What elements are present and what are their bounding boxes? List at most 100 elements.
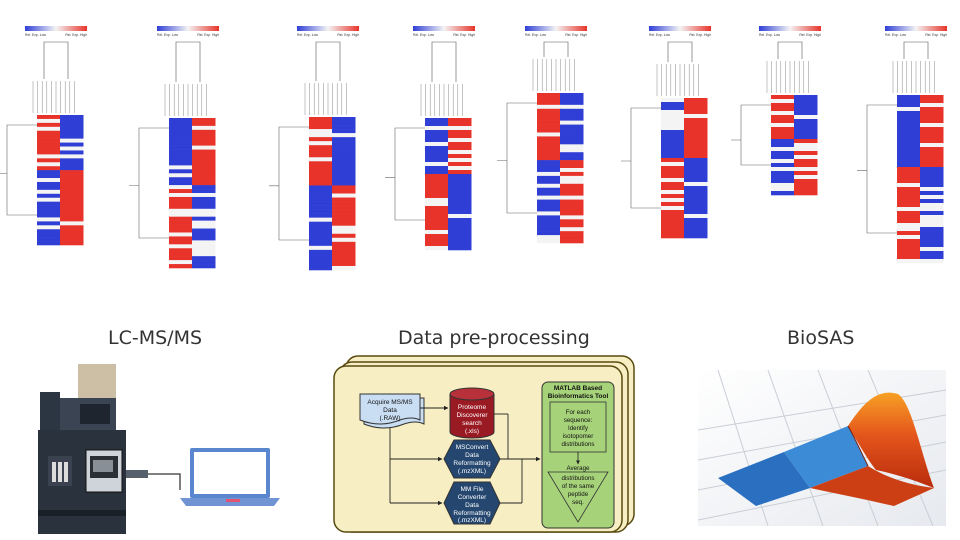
heat-cell (537, 203, 561, 208)
heat-cell (794, 115, 818, 120)
heat-cell (794, 119, 818, 124)
heat-cell (332, 189, 356, 194)
heat-cell (661, 174, 685, 179)
heat-cell (425, 206, 449, 211)
heat-cell (309, 213, 333, 218)
heat-cell (169, 153, 193, 158)
heat-cell (661, 170, 685, 175)
heat-cell (897, 175, 921, 180)
heat-cell (920, 215, 944, 220)
heat-cell (60, 213, 84, 218)
heat-cell (60, 170, 84, 175)
heat-cell (920, 115, 944, 120)
heat-cell (661, 142, 685, 147)
heat-cell (684, 202, 708, 207)
heat-cell (897, 159, 921, 164)
heat-cell (684, 146, 708, 151)
heat-cell (920, 219, 944, 224)
heat-cell (37, 166, 61, 171)
heat-cell (661, 190, 685, 195)
heat-cell (169, 157, 193, 162)
heat-cell (684, 106, 708, 111)
heat-cell (560, 171, 584, 177)
average-line-1: Average (567, 465, 590, 472)
heat-cell (771, 131, 795, 136)
heat-cell (309, 165, 333, 170)
heat-cell (448, 186, 472, 191)
heat-cell (60, 146, 84, 151)
heat-cell (920, 199, 944, 204)
heat-cell (771, 183, 795, 188)
heat-cell (60, 209, 84, 214)
heat-cell (309, 129, 333, 134)
heat-cell (192, 125, 216, 131)
heat-cell (794, 111, 818, 116)
acquire-line-1: Acquire MS/MS (367, 399, 413, 406)
heat-cell (425, 142, 449, 147)
heat-cell (684, 198, 708, 203)
heat-cell (425, 210, 449, 215)
heat-cell (537, 187, 561, 192)
heat-cell (794, 183, 818, 188)
heat-cell (897, 123, 921, 128)
heat-cell (920, 243, 944, 248)
heat-cell (537, 96, 561, 102)
heat-cell (37, 134, 61, 139)
heat-cell (661, 106, 685, 111)
heat-cell (537, 144, 561, 149)
heat-cell (309, 141, 333, 146)
heat-cell (920, 255, 944, 260)
heat-cell (169, 161, 193, 166)
heat-cell (332, 153, 356, 158)
heat-cell (309, 245, 333, 251)
heat-cell (309, 133, 333, 138)
heat-cell (448, 150, 472, 155)
heat-cell (560, 156, 584, 161)
heat-cell (169, 264, 193, 269)
heat-cell (309, 173, 333, 178)
heat-cell (309, 193, 333, 198)
heat-cell (661, 230, 685, 235)
heat-cell (794, 187, 818, 192)
column-dendrogram (175, 41, 201, 82)
heat-cell (537, 199, 561, 204)
heat-cell (332, 173, 356, 178)
heat-cell (537, 104, 561, 110)
heat-cell (332, 201, 356, 206)
heat-cell (332, 145, 356, 150)
heat-cell (560, 96, 584, 102)
heat-cell (332, 209, 356, 214)
heat-cell (920, 175, 944, 180)
heat-cell (169, 133, 193, 139)
heat-cell (448, 246, 472, 251)
heat-cell (537, 183, 561, 189)
heat-cell (560, 239, 584, 244)
heat-cell (448, 166, 472, 171)
heat-cell (560, 231, 584, 236)
msconvert-node: MSConvert Data Reformatting (.mzXML) (443, 439, 501, 479)
heat-cell (794, 123, 818, 128)
heat-cell (448, 222, 472, 227)
lcms-title: LC-MS/MS (108, 327, 203, 349)
heat-cell (661, 210, 685, 215)
heat-cell (60, 126, 84, 132)
heat-cell (37, 154, 61, 159)
heat-cell (448, 214, 472, 219)
heat-cell (448, 126, 472, 131)
matlab-membrane-logo-icon (718, 392, 934, 506)
heat-cell (897, 155, 921, 160)
heat-cell (920, 127, 944, 132)
heat-cell (897, 215, 921, 220)
heat-cell (661, 222, 685, 227)
heat-cell (560, 235, 584, 240)
heat-cell (448, 178, 472, 183)
heat-cell (425, 122, 449, 127)
heat-cell (771, 99, 795, 104)
heat-cell (448, 118, 472, 123)
heat-cell (537, 168, 561, 173)
heat-cell (309, 233, 333, 239)
heat-cell (425, 166, 449, 171)
